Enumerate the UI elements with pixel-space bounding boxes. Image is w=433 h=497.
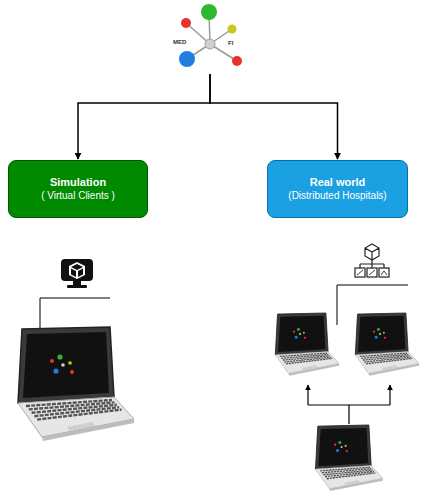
logo-ball [179,51,195,67]
distribution-arrows [308,385,390,424]
laptop-icon [315,425,382,491]
hierarchy-icon [355,244,389,277]
box-heading: Simulation [50,175,106,189]
logo-graphic [170,0,250,72]
process-box: Simulation( Virtual Clients ) [8,160,148,218]
logo-ball [201,4,217,20]
logo-hub [205,39,215,49]
connector-arrow [210,74,338,159]
laptop-icon [18,327,134,441]
process-box: Real world(Distributed Hospitals) [267,160,408,218]
logo-ball [228,25,237,34]
laptop-icon [355,313,419,376]
logo-ball [232,56,242,66]
logo-node: MED FI [170,0,250,72]
logo-text: MED [173,39,186,46]
box-subtitle: ( Virtual Clients ) [41,189,115,203]
connector-arrow [78,74,210,159]
logo-ball [181,18,191,28]
virtual-machine-icon [61,259,93,288]
logo-text: FI [228,40,233,47]
box-subtitle: (Distributed Hospitals) [288,189,386,203]
box-heading: Real world [310,175,366,189]
laptop-icon [275,313,339,376]
